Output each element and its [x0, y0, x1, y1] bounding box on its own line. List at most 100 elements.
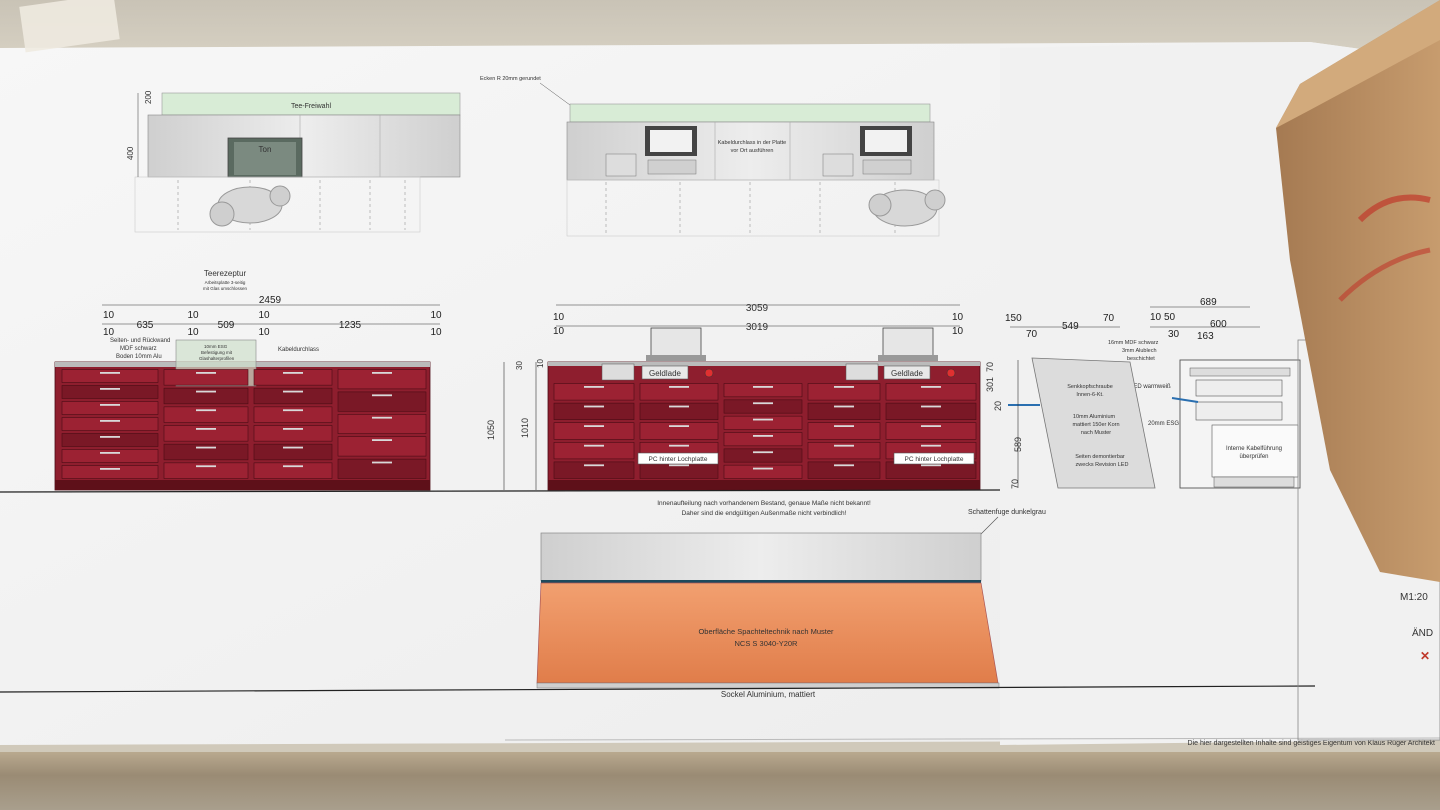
- left-counter: Teerezeptur Arbeitsplatte 3-seitig mit G…: [54, 269, 545, 491]
- drawer-front: [61, 465, 159, 479]
- drawer-handle: [834, 464, 854, 467]
- drawer-handle: [753, 418, 773, 421]
- cable-1: Interne Kabelführung: [1226, 446, 1282, 452]
- drawer-handle: [584, 425, 604, 427]
- sec-d163: 163: [1197, 331, 1214, 342]
- drawer-front: [61, 433, 159, 447]
- drawer-front: [61, 449, 159, 463]
- drawer-front: [163, 425, 249, 442]
- drawer-front: [723, 432, 803, 447]
- drawer-front: [639, 383, 719, 401]
- sec-d70a: 70: [1026, 329, 1038, 340]
- display-label: Ton: [259, 145, 272, 154]
- drawer-handle: [834, 444, 854, 447]
- drawer-front: [253, 443, 333, 461]
- note-cable: Kabeldurchlass: [278, 347, 319, 353]
- drawer-front: [723, 448, 803, 463]
- cash-drawer-2: Geldlade: [891, 369, 924, 378]
- drawer-handle: [921, 405, 941, 408]
- drawer-front: [163, 387, 249, 405]
- drawer-front: [807, 441, 881, 460]
- left-total: 2459: [259, 295, 282, 306]
- left-title: Teerezeptur: [204, 269, 247, 278]
- drawer-handle: [372, 416, 392, 419]
- drawer-handle: [283, 372, 303, 374]
- dim-400: 400: [126, 146, 135, 160]
- surface-note-1: Oberfläche Spachteltechnik nach Muster: [698, 627, 834, 636]
- mid-r10b: 10: [952, 326, 964, 337]
- drawer-front: [723, 383, 803, 398]
- cable-note-1: Kabeldurchlass in der Platte: [718, 140, 786, 146]
- drawer-handle: [834, 425, 854, 427]
- sec-d150: 150: [1005, 313, 1022, 324]
- panel-5: nach Muster: [1081, 430, 1111, 436]
- front-elevation: Schattenfuge dunkelgrau Oberfläche Spach…: [0, 509, 1316, 699]
- sec-mdf-2: 3mm Alublech: [1122, 348, 1157, 354]
- drawer-handle: [834, 405, 854, 408]
- drawer-front: [61, 385, 159, 399]
- drawer-handle: [669, 405, 689, 408]
- cable-2: überprüfen: [1239, 454, 1268, 460]
- panel-7: zwecks Revision LED: [1076, 462, 1129, 468]
- dim-200: 200: [144, 90, 153, 104]
- scale-label: M1:20: [1400, 592, 1428, 603]
- h-1010: 1010: [520, 418, 530, 438]
- drawer-front: [723, 399, 803, 414]
- drawer-front: [337, 436, 427, 457]
- drawer-front: [337, 458, 427, 479]
- drawer-handle: [921, 444, 941, 447]
- left-d10b: 10: [187, 310, 199, 321]
- drawer-handle: [921, 386, 941, 388]
- drawer-front: [553, 422, 635, 440]
- band-label: Tee-Freiwahl: [291, 103, 332, 110]
- drawer-handle: [283, 446, 303, 449]
- drawer-front: [639, 402, 719, 421]
- drawer-handle: [196, 428, 216, 430]
- mid-total: 3059: [746, 303, 769, 314]
- v-589: 589: [1013, 437, 1023, 452]
- mid-inner: 3019: [746, 322, 769, 333]
- left-d509: 509: [218, 320, 235, 331]
- note-wall-3: Boden 10mm Alu: [116, 354, 162, 360]
- footer-text: Die hier dargestellten Inhalte sind geis…: [1188, 740, 1436, 747]
- left-drawer-grid: [61, 369, 427, 479]
- drawer-front: [723, 415, 803, 430]
- drawer-handle: [584, 444, 604, 447]
- drawer-front: [553, 402, 635, 421]
- drawer-front: [337, 391, 427, 412]
- drawer-handle: [753, 435, 773, 437]
- drawer-handle: [100, 468, 120, 470]
- left-r10c: 10: [258, 327, 270, 338]
- drawer-handle: [100, 436, 120, 438]
- drawer-handle: [584, 405, 604, 408]
- drawer-handle: [753, 402, 773, 405]
- sec-d70b: 70: [1103, 313, 1115, 324]
- note-wall-2: MDF schwarz: [120, 346, 157, 352]
- drawer-handle: [196, 465, 216, 468]
- drawer-front: [723, 464, 803, 479]
- drawer-front: [807, 402, 881, 421]
- sec-d549: 549: [1062, 321, 1079, 332]
- sec-led: LED warmweiß: [1130, 384, 1171, 390]
- middle-counter: 3059 3019 10 10 10 10 Geldlade Geldlade …: [547, 303, 981, 517]
- drawer-handle: [100, 452, 120, 454]
- drawer-front: [639, 461, 719, 479]
- left-d1235: 1235: [339, 320, 362, 331]
- drawer-handle: [584, 464, 604, 467]
- drawer-front: [553, 461, 635, 479]
- section-view: 150 70 549 70 689 10 50 30 600 163 16mm …: [985, 297, 1301, 489]
- drawer-handle: [669, 425, 689, 427]
- drawer-handle: [196, 409, 216, 412]
- surface-note-2: NCS S 3040-Y20R: [735, 639, 799, 648]
- drawer-handle: [283, 390, 303, 393]
- panel-2: Innen-6-Kt.: [1076, 392, 1104, 398]
- v-301: 301: [985, 377, 995, 392]
- panel-3: 10mm Aluminium: [1073, 414, 1116, 420]
- h-1050: 1050: [486, 420, 496, 440]
- drawer-front: [553, 383, 635, 401]
- revision-cross-icon: ✕: [1420, 649, 1430, 663]
- note-wall-1: Seiten- und Rückwand: [110, 338, 170, 344]
- drawer-handle: [372, 439, 392, 441]
- drawer-front: [253, 369, 333, 386]
- note-esg-1: 10mm ESG: [204, 344, 228, 349]
